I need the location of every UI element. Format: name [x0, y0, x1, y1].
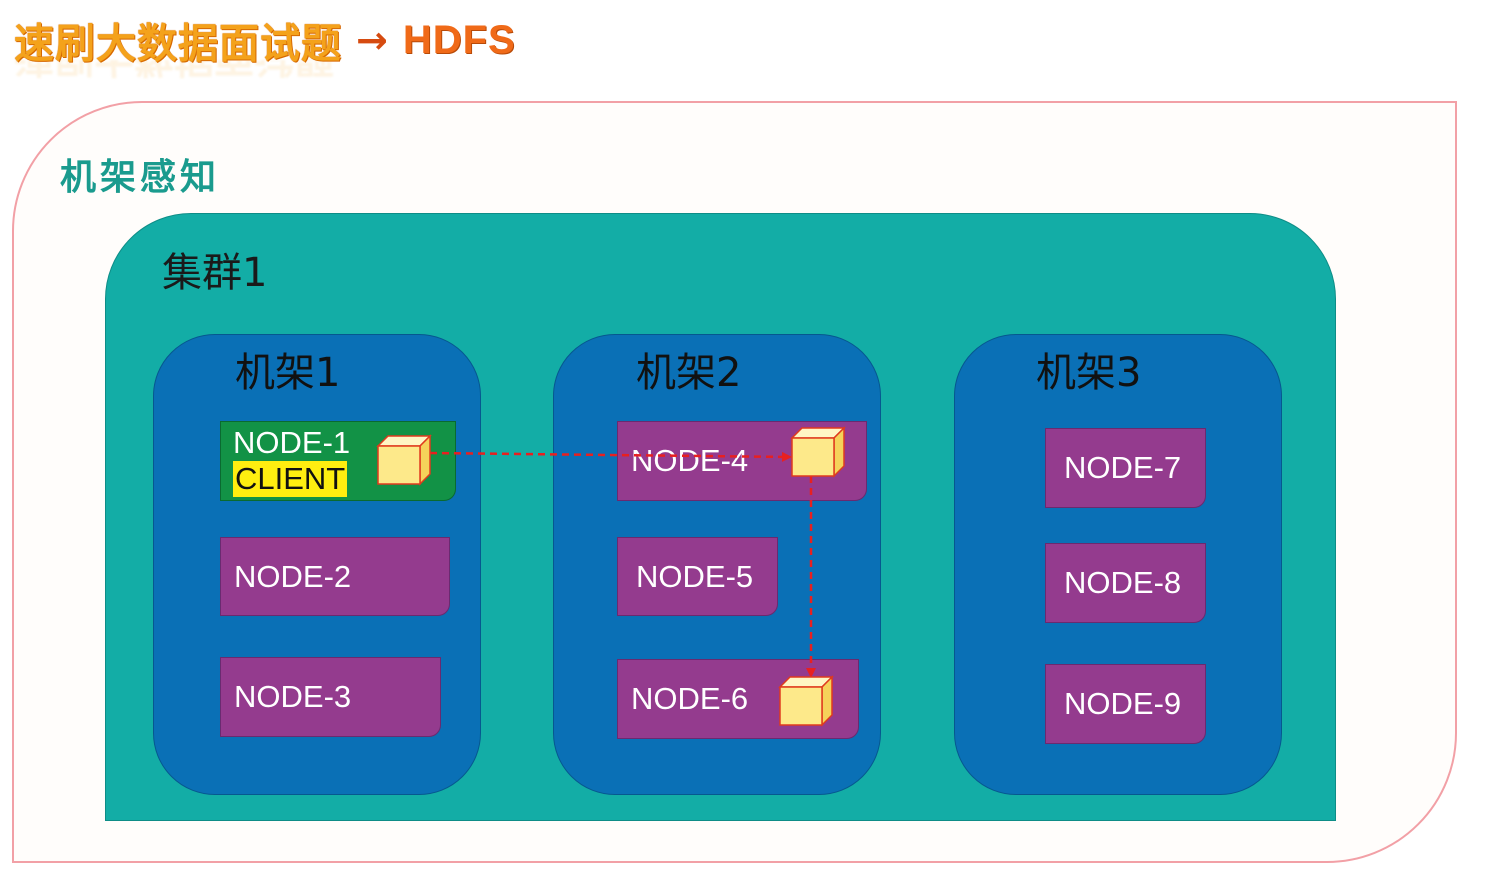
node-7: NODE-7 [1045, 428, 1206, 508]
page-title: 速刷大数据面试题 → HDFS [14, 10, 516, 70]
node-6-label: NODE-6 [631, 681, 749, 716]
client-tag: CLIENT [233, 461, 348, 497]
node-5: NODE-5 [617, 537, 778, 616]
node-6: NODE-6 [617, 659, 859, 739]
cluster-label: 集群1 [162, 250, 268, 296]
node-2-label: NODE-2 [234, 558, 352, 594]
node-1-label: NODE-1 [233, 425, 351, 461]
node-9: NODE-9 [1045, 664, 1206, 744]
title-reflection: 速刷大数据面试题 [14, 60, 334, 90]
node-5-label: NODE-5 [636, 558, 754, 594]
title-english: HDFS [402, 17, 516, 62]
node-8-label: NODE-8 [1064, 565, 1182, 600]
rack-3-label: 机架3 [1036, 350, 1142, 396]
title-arrow-icon: → [356, 18, 389, 62]
rack-1-label: 机架1 [235, 350, 341, 396]
node-7-label: NODE-7 [1064, 450, 1182, 485]
node-2: NODE-2 [220, 537, 450, 616]
node-8: NODE-8 [1045, 543, 1206, 623]
rack-2-label: 机架2 [636, 350, 742, 396]
node-9-label: NODE-9 [1064, 686, 1182, 721]
node-3: NODE-3 [220, 657, 441, 737]
title-chinese: 速刷大数据面试题 [14, 20, 342, 68]
node-4-label: NODE-4 [631, 443, 749, 478]
node-1-client: NODE-1 CLIENT [220, 421, 456, 501]
node-3-label: NODE-3 [234, 679, 352, 714]
section-label: 机架感知 [60, 156, 221, 198]
node-4: NODE-4 [617, 421, 867, 501]
title-reflection-text: 速刷大数据面试题 [14, 60, 334, 80]
